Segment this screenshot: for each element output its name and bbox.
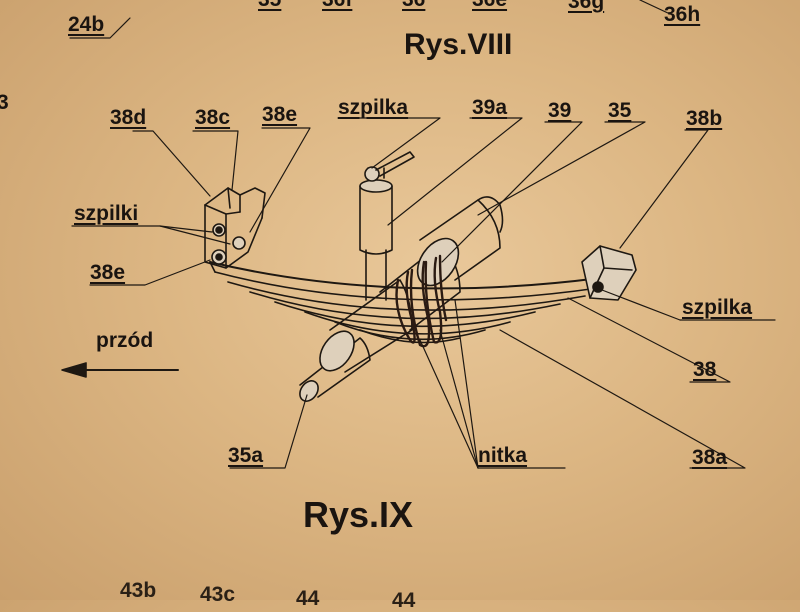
label-36f-partial: 36f xyxy=(322,0,352,10)
label-43c-partial: 43c xyxy=(200,583,236,606)
label-przod: przód xyxy=(96,329,154,352)
shock-absorber-39 xyxy=(359,151,415,301)
direction-arrow xyxy=(61,362,179,378)
label-35: 35 xyxy=(608,99,632,122)
label-36g-partial: 36g xyxy=(568,0,605,13)
label-35-partial: 35 xyxy=(258,0,281,10)
label-38: 38 xyxy=(693,358,717,381)
label-44-partial-1: 44 xyxy=(296,587,320,610)
figure-title-main: Rys.IX xyxy=(303,494,414,535)
label-38e-top: 38e xyxy=(262,103,298,126)
axle-tube-35 xyxy=(299,196,504,402)
label-43b-partial: 43b xyxy=(120,579,157,602)
label-38d: 38d xyxy=(110,106,147,129)
label-35a: 35a xyxy=(228,444,264,467)
label-szpilka-top: szpilka xyxy=(338,96,409,119)
front-bracket-38d xyxy=(204,187,266,269)
label-38e-left: 38e xyxy=(90,261,126,284)
leaf-spring-38a xyxy=(209,261,601,344)
label-3-partial: 3 xyxy=(0,91,9,114)
label-36e-partial: 36e xyxy=(472,0,507,10)
label-39: 39 xyxy=(548,99,572,122)
label-24b: 24b xyxy=(68,13,105,36)
figure-title-top: Rys.VIII xyxy=(404,28,513,61)
label-36h: 36h xyxy=(664,3,701,26)
label-szpilki: szpilki xyxy=(74,202,139,225)
leader-lines xyxy=(69,0,776,469)
rear-shackle-38b xyxy=(581,245,637,301)
label-44-partial-2: 44 xyxy=(392,589,416,612)
label-szpilka-right: szpilka xyxy=(682,296,753,319)
label-39a: 39a xyxy=(472,96,508,119)
label-36-partial: 36 xyxy=(402,0,425,10)
label-38b: 38b xyxy=(686,107,723,130)
thread-wrap xyxy=(395,254,448,348)
label-nitka: nitka xyxy=(478,444,528,467)
label-38c: 38c xyxy=(195,106,231,129)
label-38a: 38a xyxy=(692,446,728,469)
